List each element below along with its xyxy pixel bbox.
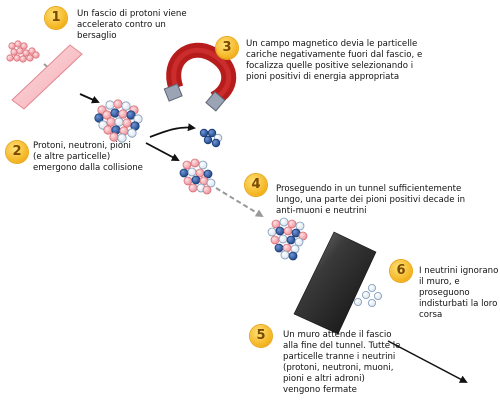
proton-particle <box>109 132 119 142</box>
deflection-arrow <box>149 123 196 138</box>
proton-particle <box>20 42 28 50</box>
proton-particle <box>190 158 200 168</box>
pion-particle <box>198 160 208 170</box>
particle-groups <box>94 99 382 307</box>
pion-particle <box>121 101 131 111</box>
pion-particle <box>278 234 288 244</box>
collision-products <box>94 99 143 143</box>
neutrinos <box>353 283 382 307</box>
pion-particle <box>127 128 137 138</box>
proton-particle <box>26 54 34 62</box>
proton-particle <box>16 47 24 55</box>
deflected-negatives <box>199 128 223 148</box>
neutron-particle <box>203 169 213 179</box>
pion-particle <box>114 117 124 127</box>
decay-tunnel-arrow <box>215 187 264 218</box>
neutrino-arrow <box>387 340 468 383</box>
neutron-particle <box>110 108 120 118</box>
proton-particle <box>8 42 16 50</box>
step-badge-4: 4 <box>245 174 267 196</box>
neutron-particle <box>191 175 201 185</box>
proton-particle <box>188 183 198 193</box>
pion-particle <box>105 100 115 110</box>
proton-particle <box>270 235 280 245</box>
pion-particle <box>361 290 370 299</box>
step-badge-2: 2 <box>6 141 28 163</box>
pion-particle <box>295 221 305 231</box>
pion-particle <box>373 291 382 300</box>
proton-particle <box>113 99 123 109</box>
decay-products <box>267 217 308 261</box>
proton-particle <box>183 176 193 186</box>
neutron-particle <box>207 128 217 138</box>
proton-particle <box>14 40 22 48</box>
neutron-particle <box>199 128 209 138</box>
step-badge-3: 3 <box>216 37 238 59</box>
pion-particle <box>367 298 376 307</box>
proton-particle <box>106 117 116 127</box>
incoming-protons <box>6 40 40 63</box>
neutron-particle <box>286 235 296 245</box>
step-badge-1: 1 <box>45 7 67 29</box>
proton-particle <box>32 51 40 59</box>
proton-particle <box>283 226 293 236</box>
pion-particle <box>117 133 127 143</box>
neutron-particle <box>288 251 298 261</box>
proton-particle <box>13 54 21 62</box>
proton-particle <box>118 109 128 119</box>
pion-particle <box>353 297 362 306</box>
proton-particle <box>10 48 18 56</box>
pion-particle <box>280 250 290 260</box>
proton-particle <box>298 231 308 241</box>
neutron-particle <box>275 226 285 236</box>
step-text-2: Protoni, neutroni, pioni(e altre partice… <box>33 141 143 173</box>
proton-particle <box>182 160 192 170</box>
step-badge-5: 5 <box>250 325 272 347</box>
neutron-particle <box>126 110 136 120</box>
proton-particle <box>6 54 14 62</box>
focused-positives <box>179 158 216 195</box>
proton-beam <box>6 40 40 63</box>
neutron-particle <box>203 135 213 145</box>
neutron-particle <box>179 168 189 178</box>
proton-particle <box>271 219 281 229</box>
step-badge-6: 6 <box>390 260 412 282</box>
focus-arrow <box>145 142 180 161</box>
proton-particle <box>103 125 113 135</box>
collision-arrow <box>79 93 100 104</box>
magnet <box>163 42 237 112</box>
pion-particle <box>279 217 289 227</box>
target <box>11 44 83 110</box>
pion-particle <box>206 178 216 188</box>
neutron-particle <box>94 113 104 123</box>
step-text-4: Proseguendo in un tunnel sufficientement… <box>276 184 466 216</box>
proton-particle <box>202 185 212 195</box>
pion-particle <box>294 237 304 247</box>
pion-particle <box>267 227 277 237</box>
neutron-particle <box>211 138 221 148</box>
neutron-particle <box>274 243 284 253</box>
wall <box>293 231 377 335</box>
proton-particle <box>19 55 27 63</box>
pion-particle <box>367 283 376 292</box>
proton-particle <box>122 118 132 128</box>
proton-particle <box>287 219 297 229</box>
pion-particle <box>187 167 197 177</box>
